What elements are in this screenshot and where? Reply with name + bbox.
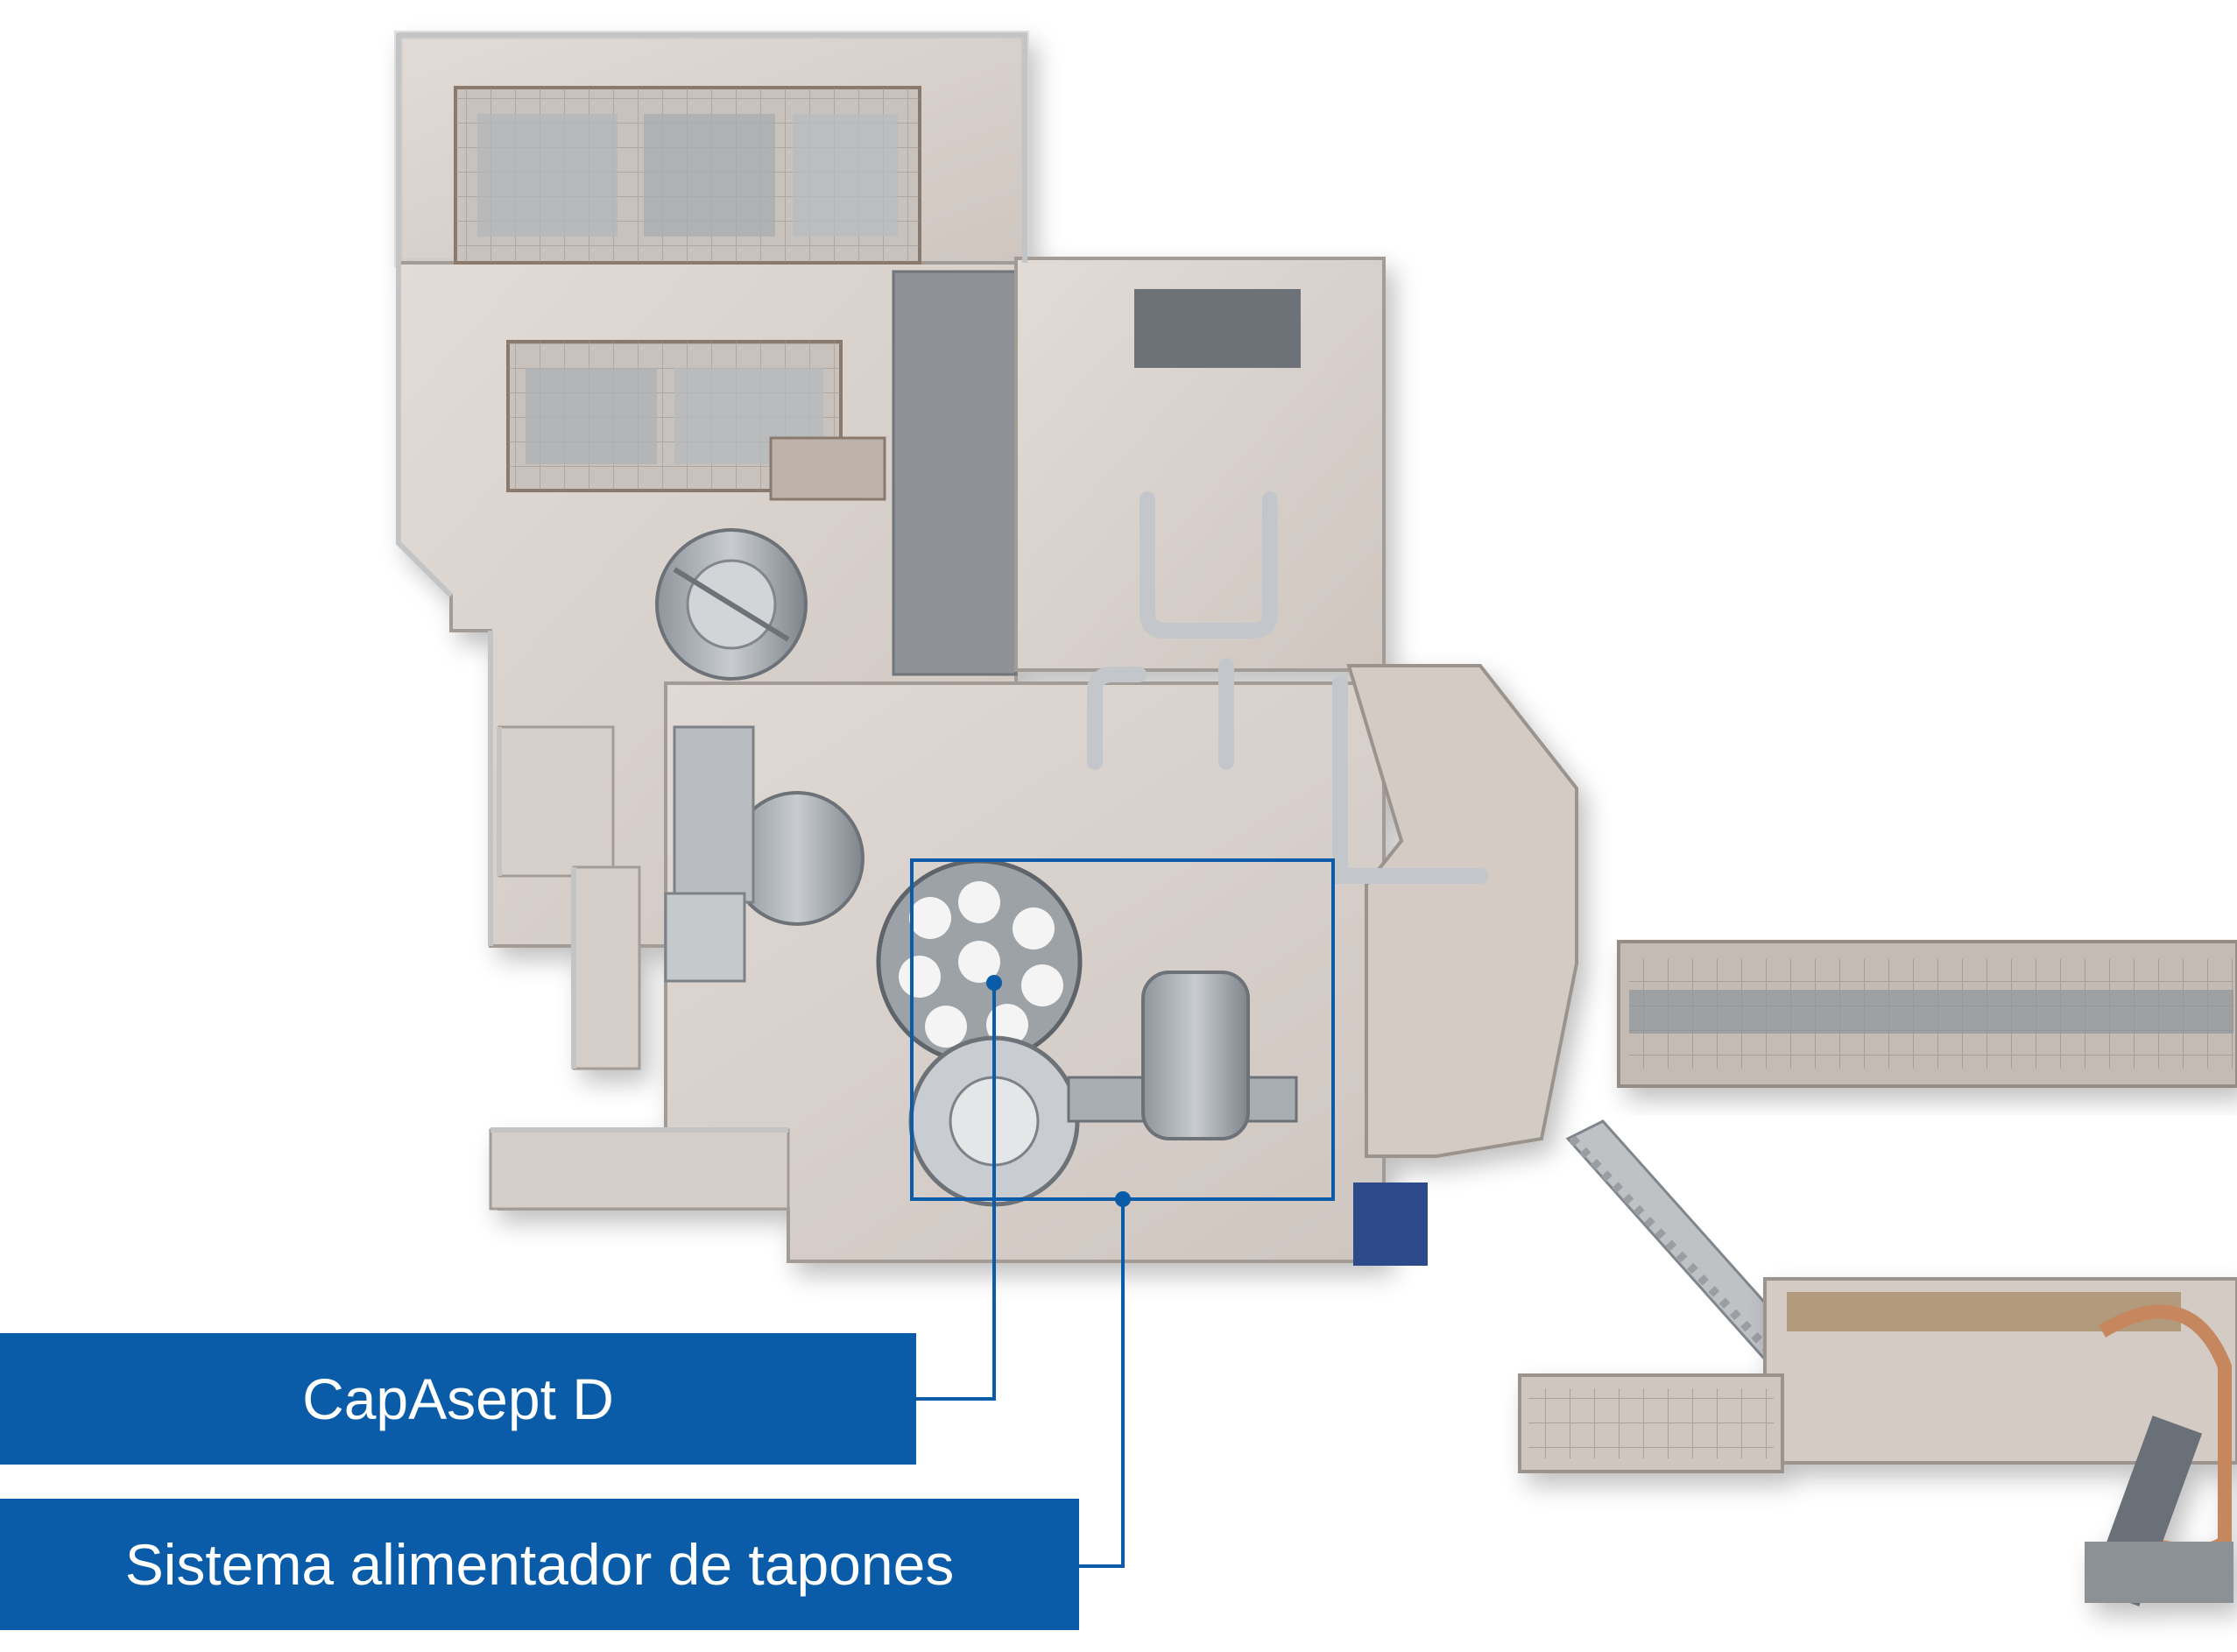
cap-feeder-label: Sistema alimentador de tapones <box>0 1499 1079 1630</box>
outfeed-conveyor <box>1617 940 2237 1088</box>
capasept-label-text: CapAsept D <box>302 1366 614 1431</box>
capasept-callout-dot <box>986 975 1002 991</box>
railings <box>396 32 1027 1133</box>
palletizer-area <box>1518 1277 2237 1606</box>
process-module-middle <box>506 340 886 501</box>
cap-feeder-callout-dot <box>1115 1191 1131 1207</box>
capasept-label: CapAsept D <box>0 1333 916 1465</box>
pipe-loops <box>1087 491 1488 884</box>
filler-carousel <box>664 725 864 983</box>
callout-leader-lines <box>916 983 1125 1568</box>
round-tank <box>655 528 808 681</box>
cap-feeder-label-text: Sistema alimentador de tapones <box>124 1532 955 1597</box>
process-module-upper <box>454 86 921 265</box>
